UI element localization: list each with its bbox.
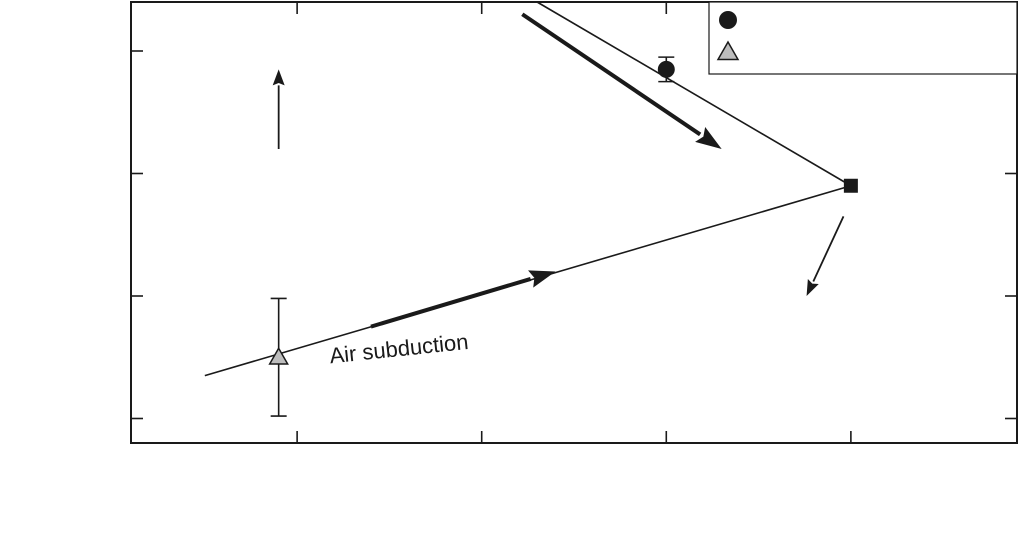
data-points-layer <box>268 56 858 417</box>
data-point-triangle <box>268 346 289 365</box>
arrow-shaft <box>521 12 702 137</box>
arrow-head <box>528 270 556 288</box>
legend-marker-circle <box>719 11 737 29</box>
annotations-layer: Air subduction <box>328 329 469 368</box>
plot-frame <box>130 1 1018 444</box>
legend <box>708 1 1018 75</box>
arrow-head <box>806 278 819 296</box>
data-point-circle <box>657 60 675 78</box>
arrow-shaft <box>370 277 532 329</box>
annotation-label: Air subduction <box>328 329 469 368</box>
legend-marker-triangle <box>716 40 740 61</box>
legend-box <box>708 1 1018 75</box>
plot-frame-layer <box>130 1 1018 444</box>
arrow-head <box>272 69 285 86</box>
arrow-head <box>695 126 722 149</box>
data-point-square <box>843 178 858 193</box>
arrows-layer <box>272 12 845 329</box>
arrow-shaft <box>812 215 845 282</box>
trend-line <box>536 1 852 187</box>
